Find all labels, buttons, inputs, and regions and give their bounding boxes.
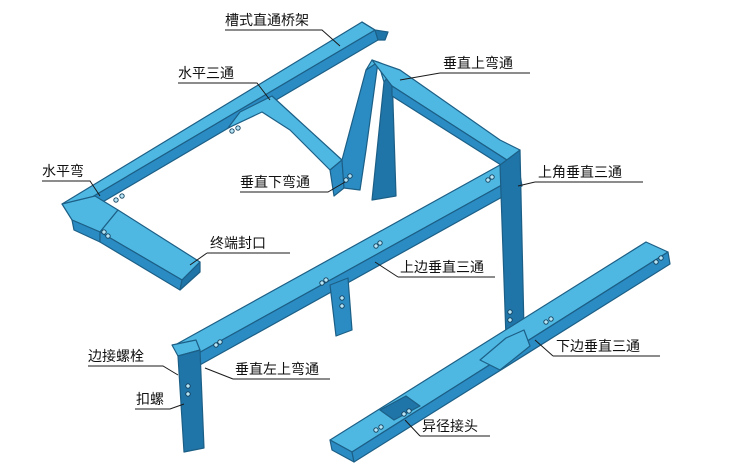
bolt-hole [119,193,125,199]
bolt-hole [235,125,241,131]
straight-tray-top [61,21,376,211]
lower-right-tray [329,241,671,463]
leader-upper-angle-tee [517,181,536,187]
leader-horizontal-bend [42,180,101,197]
bolt-hole [217,339,223,345]
label-clip-bolt: 扣螺 [136,392,164,408]
end-cap-face [179,261,201,291]
bolt-hole [377,240,383,246]
horizontal-tray-loop [61,21,389,291]
lower-tee-joint [479,329,531,371]
bolt-hole [378,424,384,430]
bolt-hole [658,255,664,261]
leader-left-up-bend [204,367,234,380]
bolt-hole [543,319,549,325]
leader-lower-side-tee [534,339,554,357]
leader-vertical-up-bend [399,72,441,81]
bolt-hole [101,229,107,235]
labels: 槽式直通桥架 水平三通 垂直上弯通 水平弯 垂直下弯通 上角垂直三通 终端封口 … [42,12,640,435]
leader-slot-straight [225,29,341,47]
label-horizontal-bend: 水平弯 [42,163,84,180]
label-reducer-joint: 异径接头 [422,418,478,435]
bolt-hole [319,280,325,286]
bolt-hole [105,233,111,239]
bolt-hole [406,408,412,414]
left-up-bend-column [177,349,205,453]
label-slot-straight: 槽式直通桥架 [225,12,309,29]
bolt-hole [373,427,379,433]
bolt-hole [185,391,191,397]
leader-upper-side-tee [374,261,399,278]
leader-lines [42,29,660,437]
leader-reducer-joint [404,419,421,437]
bolt-hole [507,309,513,315]
reducer-step [379,395,421,421]
vertical-down-bend-riser [341,61,379,191]
label-upper-side-vertical-tee: 上边垂直三通 [400,259,484,276]
bolt-hole [347,173,353,179]
bolt-hole [323,277,329,283]
upper-angle-tee-column [499,149,525,339]
vertical-bends [341,59,521,201]
bolt-hole [113,197,119,203]
straight-tray-end [361,21,389,41]
label-end-cap: 终端封口 [210,236,266,252]
vertical-up-bend-side [391,85,513,173]
bolt-hole [373,243,379,249]
bolt-hole [489,174,495,180]
bolt-hole [485,177,491,183]
label-upper-angle-vertical-tee: 上角垂直三通 [538,164,622,181]
bolt-hole [401,411,407,417]
leader-vertical-down-bend [240,181,346,193]
bolt-hole [339,295,345,301]
bolt-hole [507,317,513,323]
leader-horizontal-tee [178,82,271,101]
leader-end-cap [189,252,208,266]
label-vertical-up-bend: 垂直上弯通 [443,55,513,72]
label-edge-bolt: 边接螺栓 [88,348,144,365]
bolt-hole [213,342,219,348]
bolt-hole [339,303,345,309]
main-lower-tray [171,149,525,453]
bolt-hole [229,128,235,134]
label-vertical-left-up-bend: 垂直左上弯通 [235,361,319,378]
label-horizontal-tee: 水平三通 [178,66,234,82]
label-lower-side-vertical-tee: 下边垂直三通 [556,338,640,355]
leader-clip-bolt [135,403,185,410]
bolt-hole [185,383,191,389]
label-vertical-down-bend: 垂直下弯通 [240,174,310,191]
leader-edge-bolt [88,365,179,376]
bolt-hole [653,259,659,265]
straight-tray-side [69,29,379,221]
bolt-hole [343,177,349,183]
bolt-hole [548,316,554,322]
